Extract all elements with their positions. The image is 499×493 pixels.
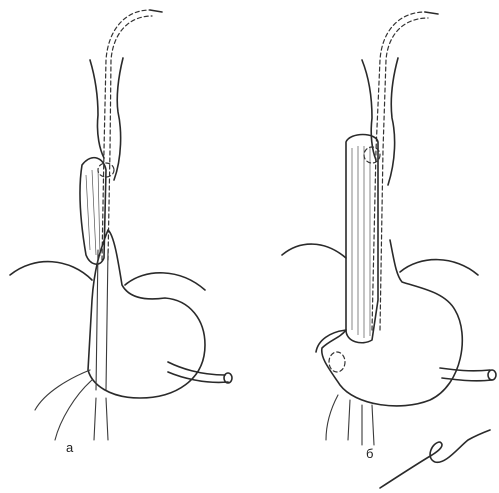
diaphragm-right-b xyxy=(400,260,478,275)
esophagus-upper-a xyxy=(90,60,104,158)
esophagus-upper-b xyxy=(362,60,376,160)
inner-tube-a xyxy=(96,250,108,390)
catheter-tip-b xyxy=(425,12,438,14)
catheter-tip-a xyxy=(150,10,162,12)
panel-label-a: а xyxy=(66,440,74,455)
diaphragm-right-a xyxy=(125,273,205,290)
anastomosis-lower-b xyxy=(329,352,345,372)
panel-label-b: б xyxy=(366,446,373,461)
panel-a: а xyxy=(10,10,232,455)
duodenum-b xyxy=(440,368,492,381)
duodenum-a xyxy=(168,362,228,382)
graft-tube-b xyxy=(346,135,378,343)
diaphragm-left-b xyxy=(282,244,346,258)
lower-lines-a xyxy=(35,370,108,440)
catheter-tube-b xyxy=(372,12,425,330)
stomach-b xyxy=(322,240,463,406)
panel-b: б xyxy=(282,12,496,488)
stomach-a xyxy=(88,230,205,398)
signature-scribble xyxy=(380,430,490,488)
diaphragm-left-a xyxy=(10,262,92,280)
